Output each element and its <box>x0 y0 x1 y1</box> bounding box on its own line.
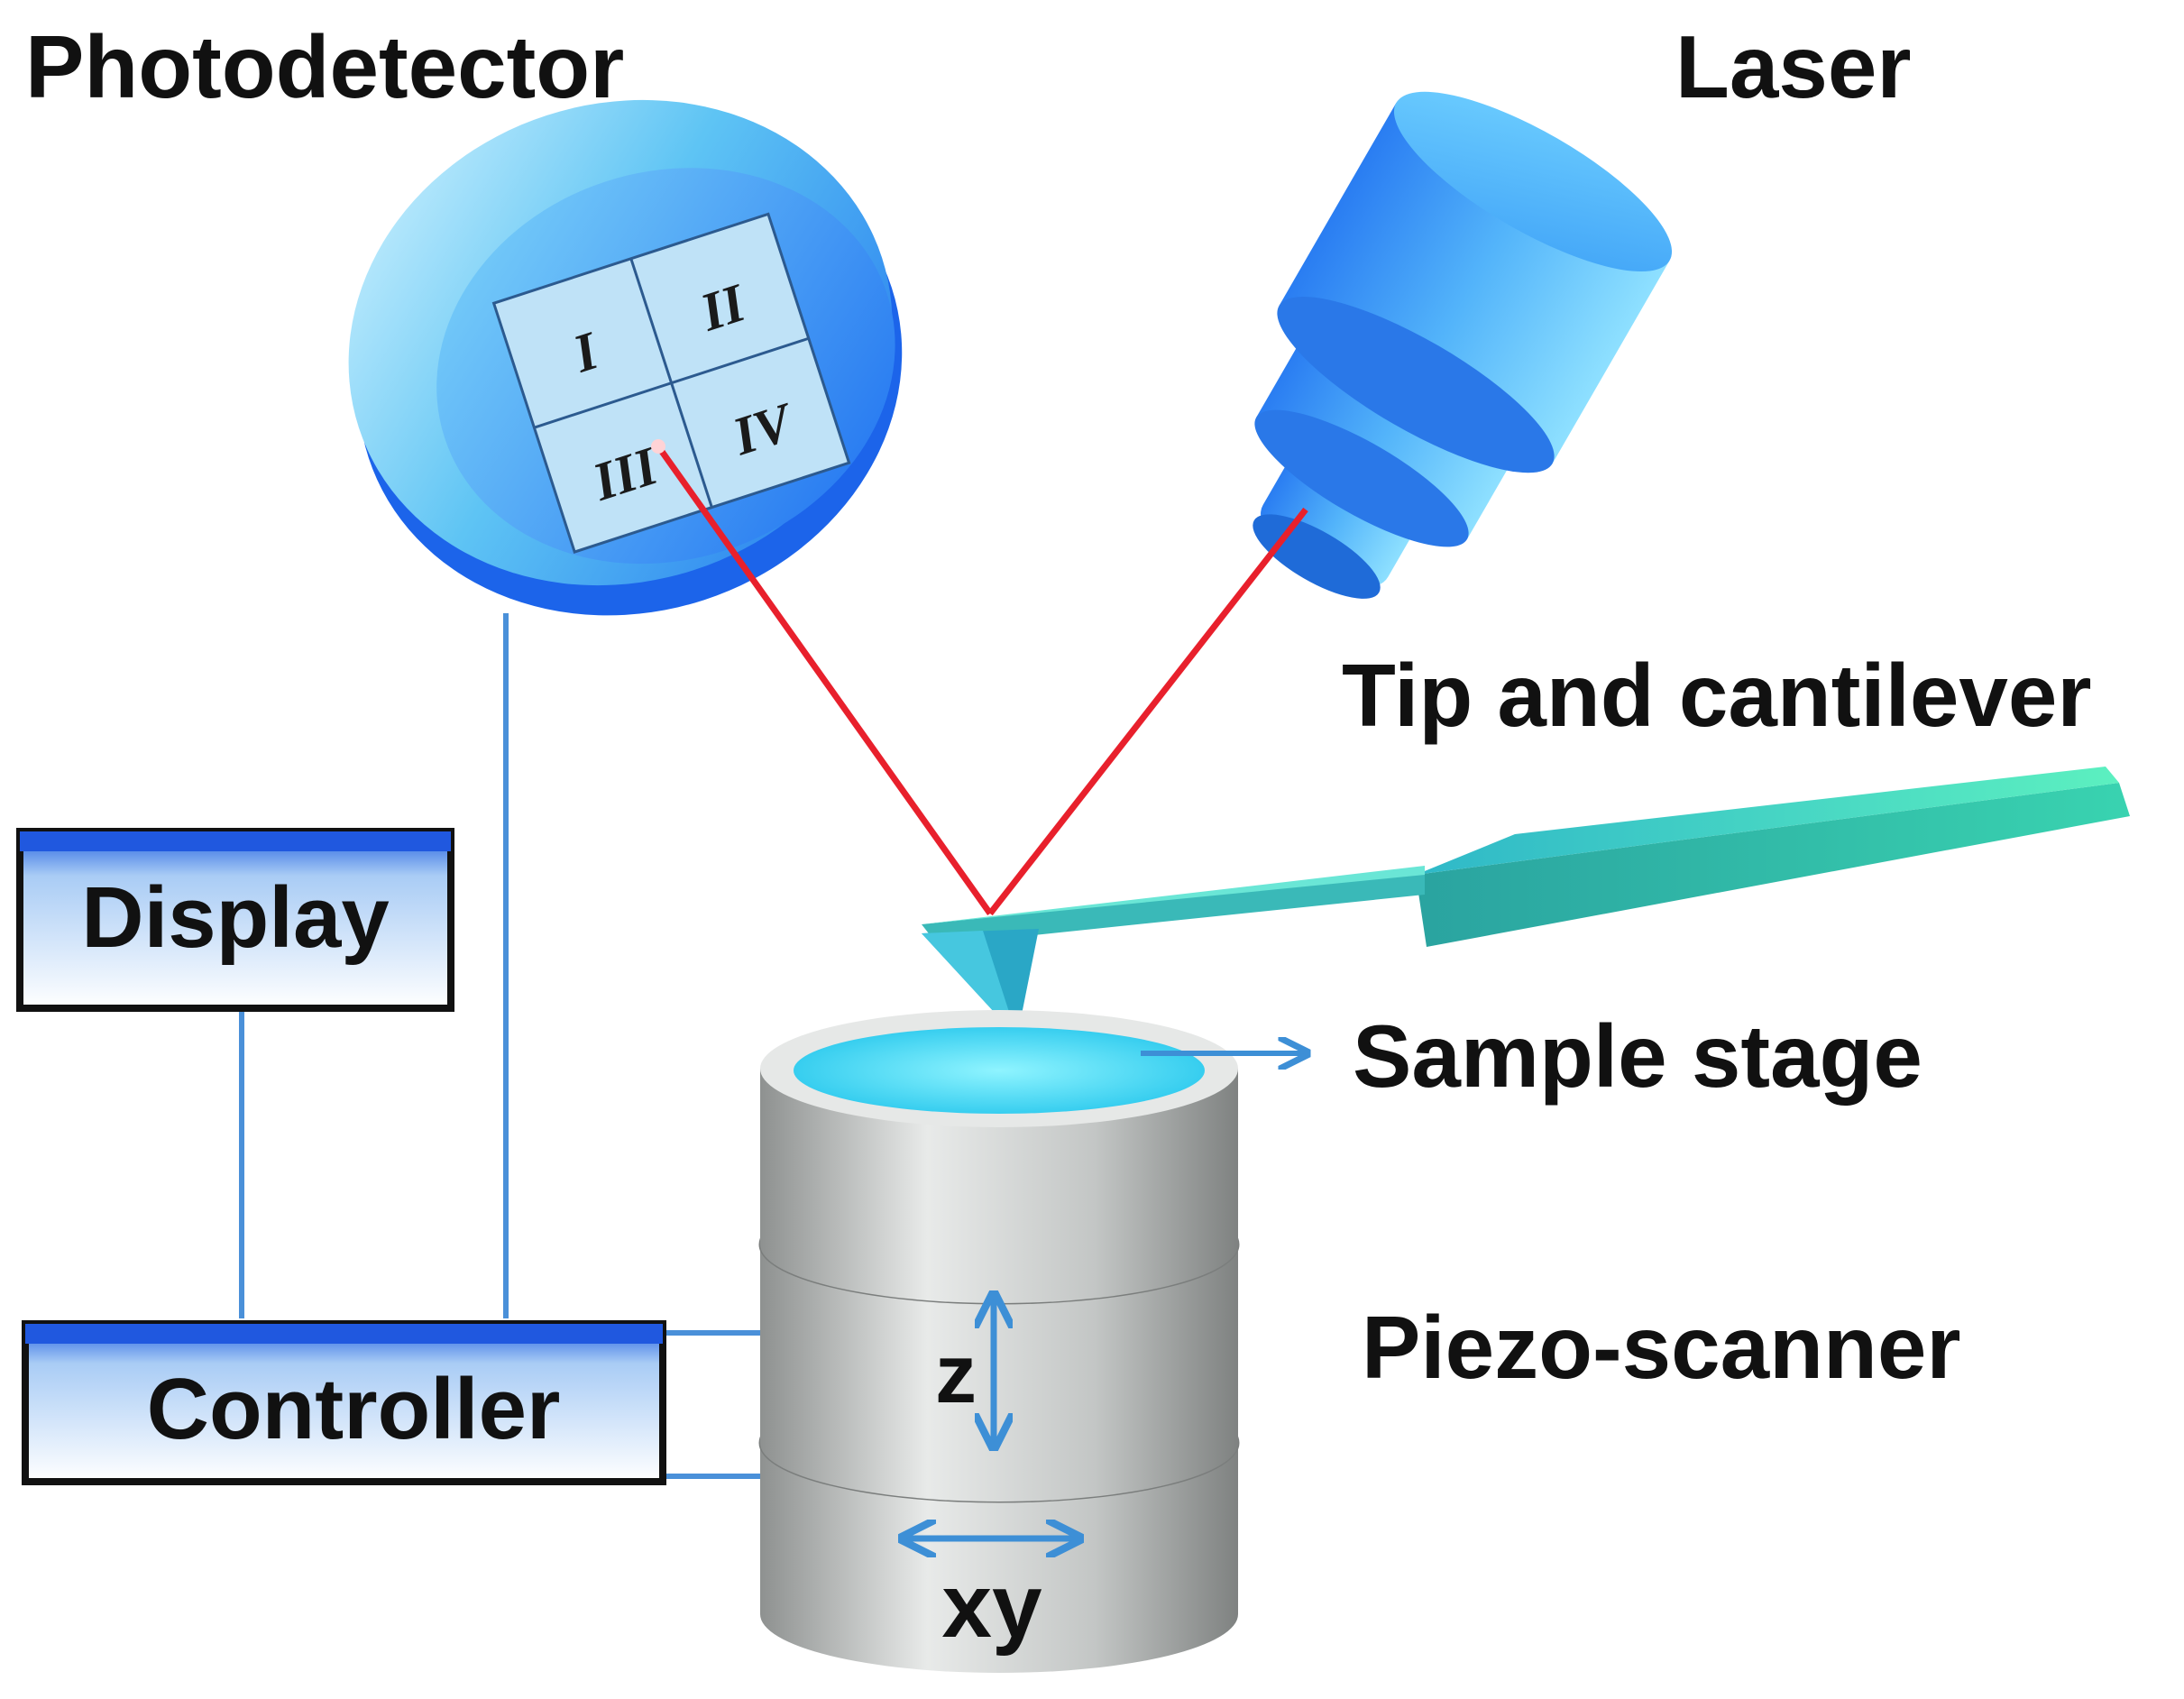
photodetector-label: Photodetector <box>25 17 624 116</box>
display-box: Display <box>16 828 454 1012</box>
photodetector: I II III IV <box>348 99 903 616</box>
quadrant-grid: I II III IV <box>491 212 851 554</box>
beam-spot <box>651 439 665 454</box>
laser-beams <box>651 439 1308 916</box>
controller-label: Controller <box>147 1361 561 1457</box>
z-label: z <box>935 1328 977 1420</box>
incident-beam <box>987 507 1308 916</box>
tip-and-cantilever <box>922 767 2130 1037</box>
piezo-scanner <box>758 1010 1240 1673</box>
xy-label: xy <box>941 1556 1042 1657</box>
piezo-scanner-label: Piezo-scanner <box>1362 1298 1960 1397</box>
wires <box>239 613 762 1479</box>
laser <box>1253 91 1673 599</box>
tip-cantilever-label: Tip and cantilever <box>1342 646 2091 745</box>
reflected-beam <box>656 444 993 916</box>
axis-arrows: z xy <box>902 1294 1080 1657</box>
laser-label: Laser <box>1675 17 1912 116</box>
controller-box: Controller <box>22 1320 666 1485</box>
display-label: Display <box>81 869 389 966</box>
sample-stage-label: Sample stage <box>1353 1006 1922 1106</box>
